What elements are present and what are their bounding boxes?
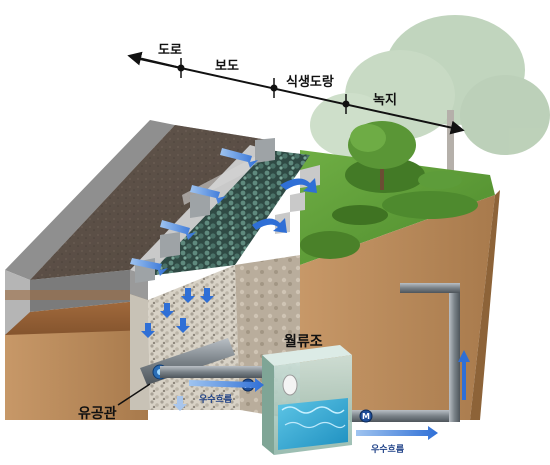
flow-label-right: 우수흐름	[371, 444, 404, 455]
tree-small	[348, 121, 416, 190]
zone-label-green-area: 녹지	[373, 93, 397, 108]
zone-label-sidewalk: 보도	[215, 59, 239, 74]
callout-perforated-pipe: 유공관	[78, 383, 151, 422]
drain-pipe-right	[350, 410, 460, 422]
flow-arrow-left	[189, 378, 264, 392]
zone-label-vegetation-channel: 식생도랑	[286, 74, 334, 90]
callout-perforated-pipe-label: 유공관	[78, 405, 117, 422]
runoff-arrows	[130, 148, 258, 276]
return-pipe-vertical	[400, 283, 460, 422]
overflow-tank	[262, 345, 352, 455]
flow-arrow-right	[356, 426, 438, 440]
ground-infiltration-arrow	[173, 396, 187, 411]
infiltration-arrows	[141, 288, 214, 338]
zone-label-road: 도로	[158, 43, 182, 58]
road-block	[5, 120, 268, 420]
green-area-block	[300, 150, 500, 420]
tree-background	[310, 15, 550, 180]
drain-pipe-left	[160, 366, 275, 378]
flow-label-left: 우수흐름	[199, 394, 232, 405]
upward-arrow	[458, 350, 470, 400]
overflow-curl-arrows	[252, 178, 317, 233]
callout-overflow-tank-label: 월류조	[284, 333, 323, 350]
zone-axis	[127, 51, 465, 135]
meter-right: M	[359, 409, 373, 423]
meter-right-label: M	[362, 412, 370, 421]
